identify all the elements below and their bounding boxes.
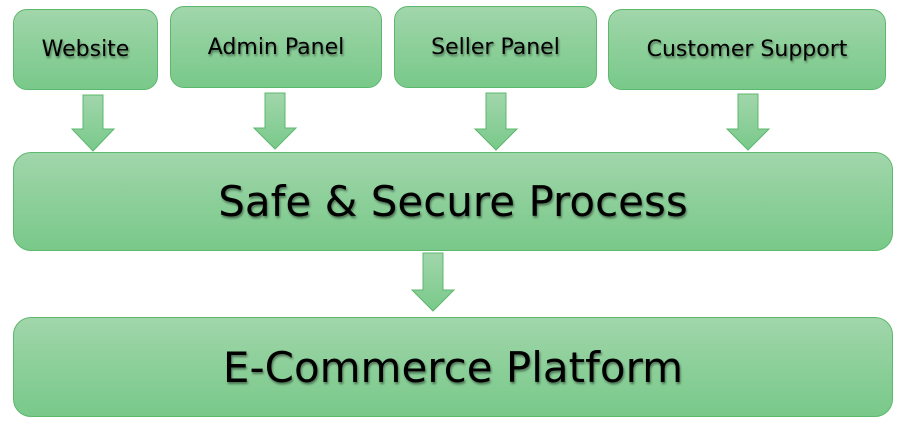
source-box-customer-support: Customer Support bbox=[608, 9, 886, 90]
arrow-seller-to-process bbox=[473, 92, 519, 151]
arrow-customer-to-process bbox=[725, 93, 771, 151]
source-box-admin-panel: Admin Panel bbox=[170, 6, 382, 88]
arrow-website-to-process bbox=[70, 94, 116, 152]
platform-label: E-Commerce Platform bbox=[222, 342, 684, 392]
source-label-admin-panel: Admin Panel bbox=[207, 34, 345, 60]
source-box-seller-panel: Seller Panel bbox=[394, 6, 597, 88]
source-label-website: Website bbox=[41, 37, 130, 62]
arrow-admin-to-process bbox=[252, 92, 298, 150]
platform-box: E-Commerce Platform bbox=[13, 317, 893, 417]
process-label: Safe & Secure Process bbox=[218, 177, 688, 226]
process-box: Safe & Secure Process bbox=[13, 152, 893, 251]
source-label-seller-panel: Seller Panel bbox=[431, 34, 560, 60]
arrow-process-to-platform bbox=[410, 252, 456, 312]
source-label-customer-support: Customer Support bbox=[646, 37, 848, 62]
source-box-website: Website bbox=[13, 9, 158, 90]
